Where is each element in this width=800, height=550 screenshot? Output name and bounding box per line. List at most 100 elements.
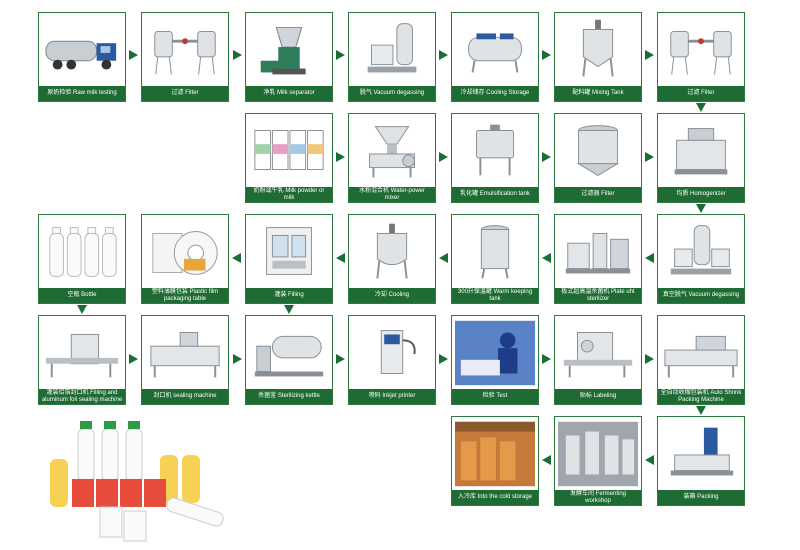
flow-arrow-left [542, 253, 551, 263]
step-label: 净乳 Milk separator [246, 86, 332, 101]
sterilizing-kettle-icon [254, 335, 324, 377]
flow-arrow-left [542, 455, 551, 465]
step-vacuum-degassing-2: 真空脱气 Vacuum degassing [657, 214, 745, 304]
cold-storage-icon [455, 421, 535, 487]
step-emulsification-tank: 乳化罐 Emulsification tank [451, 113, 539, 203]
step-packing: 装箱 Packing [657, 416, 745, 506]
step-cooling: 冷却 Cooling [348, 214, 436, 304]
step-label: 装箱 Packing [658, 490, 744, 505]
step-label: 喷码 Inkjet printer [349, 389, 435, 404]
homogenizer-icon [674, 128, 728, 175]
film-roll-icon [152, 231, 218, 275]
step-label: 空瓶 Bottle [39, 288, 125, 303]
flow-arrow-right [336, 152, 345, 162]
flow-arrow-right [439, 354, 448, 364]
step-label: 贴标 Labeling [555, 389, 641, 404]
flow-arrow-down [77, 305, 87, 314]
filter-tanks-icon [670, 30, 732, 75]
plate-sterilizer-icon [565, 232, 631, 274]
emulsification-tank-icon [475, 124, 515, 176]
step-homogenizer: 均质 Homogenizer [657, 113, 745, 203]
step-test: 检验 Test [451, 315, 539, 405]
step-bottle: 空瓶 Bottle [38, 214, 126, 304]
flow-arrow-right [233, 354, 242, 364]
step-milk-separator: 净乳 Milk separator [245, 12, 333, 102]
step-label: 全自动收缩包装机 Auto Shrink Packing Machine [658, 389, 744, 404]
degasser-icon [367, 23, 417, 73]
step-filter-1: 过滤 Filter [141, 12, 229, 102]
flow-arrow-down [696, 103, 706, 112]
step-label: 灌装 Filling [246, 288, 332, 303]
mixing-tank-icon [582, 19, 614, 77]
step-cooling-storage: 冷却储存 Cooling Storage [451, 12, 539, 102]
step-label: 检验 Test [452, 389, 538, 404]
step-raw-milk-testing: 原奶检验 Raw milk testing [38, 12, 126, 102]
flow-arrow-left [645, 253, 654, 263]
inkjet-printer-icon [380, 330, 416, 374]
flow-arrow-right [645, 152, 654, 162]
flow-arrow-left [645, 455, 654, 465]
step-mixing-tank: 配料罐 Mixing Tank [554, 12, 642, 102]
vacuum-degasser-icon [670, 225, 732, 275]
step-cold-storage: 入冷库 Into the cold storage [451, 416, 539, 506]
step-filling-sealing-machine: 灌装铝箔封口机 Filling and aluminum foil sealin… [38, 315, 126, 405]
case-packer-icon [670, 427, 734, 476]
flow-arrow-down [284, 305, 294, 314]
step-filter-2: 过滤 Filter [657, 12, 745, 102]
flow-arrow-right [336, 50, 345, 60]
step-filling: 灌装 Filling [245, 214, 333, 304]
step-label: 过滤器 Filter [555, 187, 641, 202]
step-label: 塑料薄膜包装 Plastic film packaging table [142, 288, 228, 303]
step-label: 水粉混合机 Water-power mixer [349, 187, 435, 202]
step-label: 入冷库 Into the cold storage [452, 490, 538, 505]
step-sterilizing-kettle: 杀菌釜 Sterilizing kettle [245, 315, 333, 405]
step-label: 杀菌釜 Sterilizing kettle [246, 389, 332, 404]
step-filter-3: 过滤器 Filter [554, 113, 642, 203]
step-label: 300升保温罐 Warm keeping tank [452, 288, 538, 303]
step-inkjet-printer: 喷码 Inkjet printer [348, 315, 436, 405]
flow-arrow-left [232, 253, 241, 263]
step-label: 过滤 Filter [658, 86, 744, 101]
step-label: 冷却 Cooling [349, 288, 435, 303]
bottles-icon [49, 227, 117, 277]
flow-arrow-right [129, 50, 138, 60]
flow-arrow-down [696, 204, 706, 213]
flow-arrow-right [336, 354, 345, 364]
shrink-packer-icon [664, 335, 738, 378]
product-bottles-image [40, 415, 240, 545]
fermenting-workshop-icon [558, 421, 638, 487]
step-label: 过滤 Filter [142, 86, 228, 101]
flow-arrow-left [439, 253, 448, 263]
flow-arrow-right [542, 152, 551, 162]
flow-arrow-down [696, 406, 706, 415]
warm-tank-icon [480, 225, 510, 279]
milk-powder-cans-icon [254, 130, 324, 171]
inspection-icon [455, 320, 535, 386]
labeling-machine-icon [563, 332, 633, 378]
pressure-filter-icon [576, 125, 620, 176]
cooling-tank-icon [468, 33, 522, 73]
sealing-line-icon [45, 333, 119, 378]
step-label: 冷却储存 Cooling Storage [452, 86, 538, 101]
flow-arrow-right [439, 152, 448, 162]
powder-mixer-icon [369, 126, 415, 178]
step-sealing-machine: 封口机 sealing machine [141, 315, 229, 405]
flow-arrow-left [336, 253, 345, 263]
step-label: 奶粉或牛乳 Milk powder or milk [246, 187, 332, 202]
step-label: 板式超高温杀菌机 Plate uht sterilizer [555, 288, 641, 303]
flow-arrow-right [439, 50, 448, 60]
flow-arrow-right [645, 50, 654, 60]
step-label: 真空脱气 Vacuum degassing [658, 288, 744, 303]
flow-arrow-right [129, 354, 138, 364]
flow-arrow-right [542, 354, 551, 364]
step-plate-uht-sterilizer: 板式超高温杀菌机 Plate uht sterilizer [554, 214, 642, 304]
tanker-truck-icon [45, 40, 117, 70]
flow-arrow-right [542, 50, 551, 60]
filling-machine-icon [266, 227, 312, 275]
step-label: 乳化罐 Emulsification tank [452, 187, 538, 202]
cup-sealer-icon [150, 332, 220, 378]
step-label: 发酵车间 Fermenting workshop [555, 490, 641, 505]
step-label: 均质 Homogenizer [658, 187, 744, 202]
yogurt-drinks-icon [50, 421, 224, 542]
step-fermenting-workshop: 发酵车间 Fermenting workshop [554, 416, 642, 506]
